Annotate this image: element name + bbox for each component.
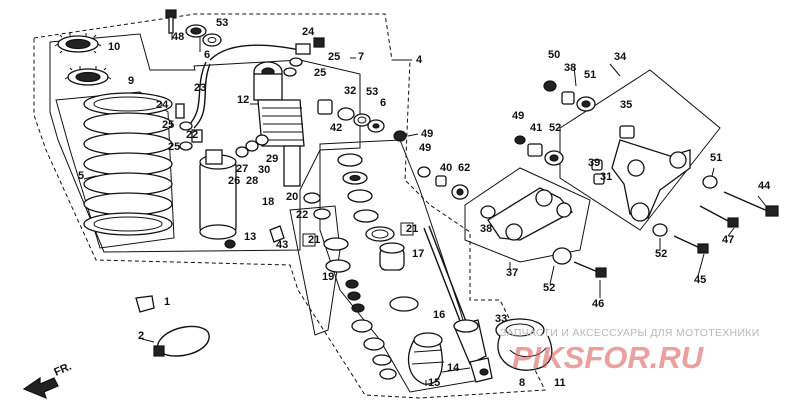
callout-c25c: 25: [162, 119, 174, 131]
callout-c14: 14: [447, 362, 460, 374]
callout-c23: 23: [194, 82, 206, 94]
callout-c47: 47: [722, 234, 734, 246]
arm-group-outline: [559, 69, 721, 231]
spring-parts: [54, 33, 173, 236]
callout-c6a: 6: [204, 49, 210, 61]
callout-c46: 46: [592, 298, 604, 310]
callout-c38a: 38: [564, 62, 576, 74]
callout-c20: 20: [286, 191, 298, 203]
callout-c31: 31: [600, 171, 612, 183]
damper-shaft: [407, 225, 493, 385]
callout-c62: 62: [458, 162, 470, 174]
callout-c17: 17: [412, 248, 424, 260]
lock-nut-upper: [54, 33, 102, 54]
callout-c53b: 53: [366, 86, 378, 98]
watermark-logo: PIKSFOR.RU: [512, 340, 705, 375]
callout-c44: 44: [758, 180, 771, 192]
link-rod: [480, 187, 574, 241]
callout-c2: 2: [138, 330, 144, 342]
callout-c25b: 25: [314, 67, 326, 79]
callout-c51a: 51: [584, 69, 596, 81]
callout-c37: 37: [506, 267, 518, 279]
callout-c11: 11: [554, 377, 566, 389]
callout-c48: 48: [172, 31, 184, 43]
callout-c52a: 52: [549, 122, 561, 134]
callout-c45: 45: [694, 274, 706, 286]
upper-bushings: [317, 99, 385, 133]
callout-c9: 9: [128, 75, 134, 87]
callout-c18: 18: [262, 196, 274, 208]
callout-c8: 8: [519, 377, 525, 389]
callout-c28: 28: [246, 175, 258, 187]
callout-c26: 26: [228, 175, 240, 187]
callout-c10: 10: [108, 41, 120, 53]
callout-c30: 30: [258, 164, 270, 176]
callout-c1: 1: [164, 296, 170, 308]
callout-c40: 40: [440, 162, 452, 174]
callout-c15: 15: [428, 377, 440, 389]
seal-stack: [303, 153, 419, 380]
callout-c27: 27: [236, 163, 248, 175]
callout-c7: 7: [358, 51, 364, 63]
watermark: ЗАПЧАСТИ И АКСЕССУАРЫ ДЛЯ МОТОТЕХНИКИ PI…: [500, 327, 760, 375]
leader-lines: [350, 57, 767, 386]
callout-c32: 32: [344, 85, 356, 97]
callout-c52c: 52: [543, 282, 555, 294]
callout-c24a: 24: [302, 26, 315, 38]
right-hardware: [393, 80, 779, 278]
reservoir-hose: [175, 37, 325, 151]
callout-c12: 12: [237, 94, 249, 106]
top-bolt-parts: [165, 9, 222, 52]
lock-nut-lower: [64, 66, 112, 86]
callout-c53a: 53: [216, 17, 228, 29]
rocker-arm: [611, 125, 691, 222]
callout-c49a: 49: [421, 128, 433, 140]
shock-body-outline: [49, 33, 361, 253]
callout-c43: 43: [276, 239, 288, 251]
callout-c16: 16: [433, 309, 445, 321]
front-direction-indicator: FR.: [22, 361, 73, 400]
kit-label-boxes: [302, 222, 414, 247]
callout-c6b: 6: [380, 97, 386, 109]
front-arrow-icon: [22, 376, 59, 400]
callout-c49c: 49: [512, 110, 524, 122]
callout-c24b: 24: [156, 99, 169, 111]
link-group-outline: [464, 167, 591, 263]
kit-box-outline: [289, 205, 341, 336]
callout-c52b: 52: [655, 248, 667, 260]
callout-c29: 29: [266, 153, 278, 165]
callout-c21b: 21: [308, 234, 320, 246]
callout-c22b: 22: [296, 209, 308, 221]
watermark-tagline: ЗАПЧАСТИ И АКСЕССУАРЫ ДЛЯ МОТОТЕХНИКИ: [500, 327, 760, 339]
spring-group-outline: [55, 91, 175, 249]
callout-c41: 41: [530, 122, 542, 134]
callout-c42: 42: [330, 122, 342, 134]
bottom-guide: [495, 318, 553, 371]
callout-c25a: 25: [328, 51, 340, 63]
reservoir: [199, 134, 285, 249]
callout-c22a: 22: [186, 129, 198, 141]
callout-c50: 50: [548, 49, 560, 61]
callout-c21a: 21: [406, 223, 418, 235]
callout-c19: 19: [322, 271, 334, 283]
callout-c34: 34: [614, 51, 627, 63]
callout-c39: 39: [588, 157, 600, 169]
callout-c25d: 25: [168, 141, 180, 153]
coil-spring: [83, 92, 173, 236]
callout-c49b: 49: [419, 142, 431, 154]
callout-c4: 4: [416, 54, 423, 66]
damper-body: [250, 61, 305, 187]
clip-and-band: [135, 295, 210, 357]
callout-c33: 33: [495, 313, 507, 325]
callout-c5: 5: [78, 170, 84, 182]
callout-c51b: 51: [710, 152, 722, 164]
front-direction-label: FR.: [52, 361, 73, 379]
callout-c13: 13: [244, 231, 256, 243]
callout-c35: 35: [620, 99, 632, 111]
callout-c38b: 38: [480, 223, 492, 235]
